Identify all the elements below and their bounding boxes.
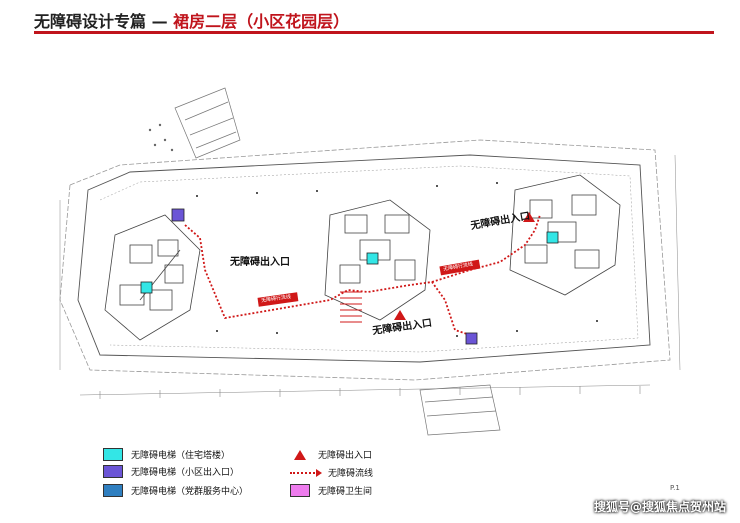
route-tag-2-box (439, 259, 481, 276)
watermark: 搜狐号@搜狐焦点贺州站 (593, 500, 726, 514)
elevator-tower-middle (366, 252, 379, 265)
legend-item-restroom: 无障碍卫生间 (290, 484, 372, 497)
accessible-route (184, 224, 471, 336)
legend-item-entrance: 无障碍出入口 (290, 448, 372, 461)
legend-label: 无障碍电梯（党群服务中心） (131, 487, 249, 497)
legend-item-route: 无障碍流线 (290, 466, 373, 479)
legend-label: 无障碍卫生间 (318, 487, 373, 497)
entrance-triangle-icon (294, 449, 306, 460)
legend-item-elevator-entrance: 无障碍电梯（小区出入口） (103, 465, 239, 478)
entrance-marker-bottom (394, 310, 406, 320)
tower-middle (324, 199, 431, 321)
legend-swatch-pink (290, 484, 310, 497)
accessible-route-branch (431, 214, 541, 283)
legend-swatch-purple (103, 465, 123, 478)
title-underline (34, 31, 714, 34)
page-title: 无障碍设计专篇 — 裙房二层（小区花园层） (34, 8, 349, 32)
tower-left (104, 214, 201, 341)
legend-label: 无障碍出入口 (318, 451, 373, 461)
elevator-entrance-south (465, 332, 478, 345)
title-main: 无障碍设计专篇 — (34, 12, 174, 31)
elevator-tower-left (140, 281, 153, 294)
podium-outline (77, 154, 651, 363)
entrance-label-left: 无障碍出入口 (230, 257, 290, 268)
legend-swatch-cyan (103, 448, 123, 461)
route-tag-1-box (257, 292, 299, 307)
legend-item-elevator-tower: 无障碍电梯（住宅塔楼） (103, 448, 230, 461)
site-boundary (59, 139, 671, 381)
page-number: P.1 (670, 484, 680, 492)
south-small-building (419, 384, 501, 436)
legend-swatch-blue (103, 484, 123, 497)
column-grid (196, 182, 598, 337)
access-stairs (340, 291, 362, 323)
legend-label: 无障碍电梯（小区出入口） (131, 468, 240, 478)
title-highlight: 裙房二层（小区花园层） (173, 12, 350, 31)
legend-label: 无障碍电梯（住宅塔楼） (131, 451, 231, 461)
dimension-line-bottom (79, 384, 651, 396)
dimension-line-right (674, 154, 681, 371)
elevator-entrance-nw (171, 208, 185, 222)
elevator-tower-right (546, 231, 559, 244)
legend-item-elevator-party-center: 无障碍电梯（党群服务中心） (103, 484, 248, 497)
north-trees (148, 123, 174, 152)
dotted-arrow-icon (290, 468, 322, 477)
dimension-ticks (99, 386, 641, 399)
legend-label: 无障碍流线 (328, 469, 374, 479)
entrance-marker-right (523, 212, 535, 222)
north-small-building (174, 87, 241, 159)
tower-right (509, 174, 621, 296)
